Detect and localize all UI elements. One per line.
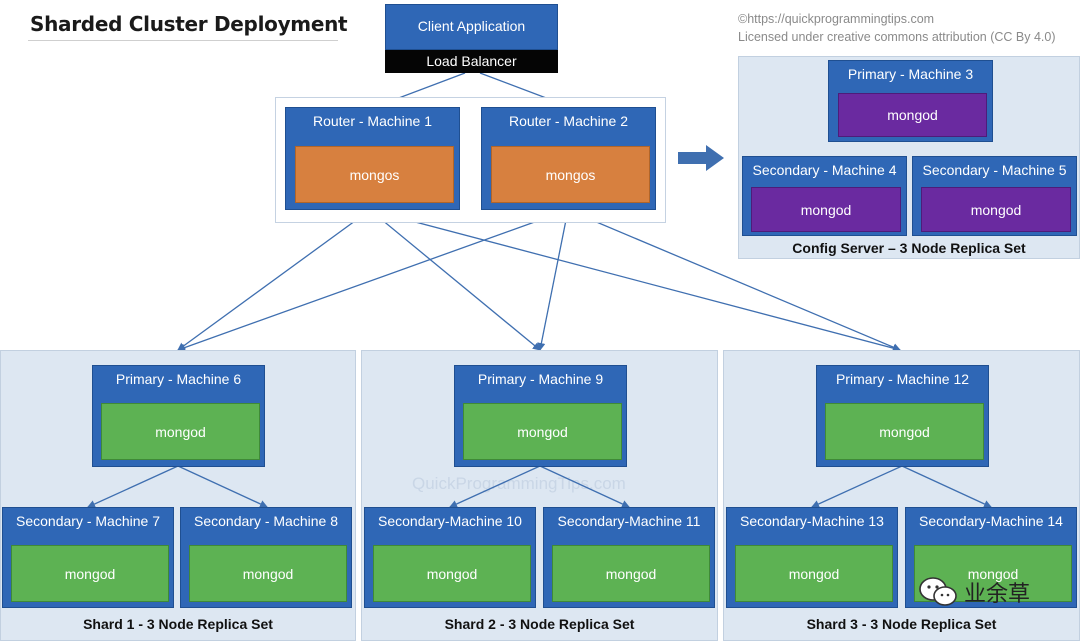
- copyright-notice: ©https://quickprogrammingtips.com Licens…: [738, 10, 1056, 46]
- copyright-license: Licensed under creative commons attribut…: [738, 30, 1056, 44]
- router1-to-shard1-line: [177, 209, 371, 351]
- shard1-primary-to-sec7-line: [87, 465, 179, 508]
- shard1-primary-to-sec8-line: [177, 465, 268, 508]
- shard-3-secondary-13-label: Secondary-Machine 13: [740, 513, 884, 529]
- router2-to-shard3-line: [567, 209, 901, 351]
- shard-1-secondary-machine-7: Secondary - Machine 7 mongod: [2, 507, 174, 608]
- router1-to-shard2-line: [369, 209, 541, 351]
- wechat-badge-text: 业余草: [964, 582, 1031, 607]
- wechat-icon: [919, 577, 957, 606]
- shard-3-label: Shard 3 - 3 Node Replica Set: [806, 616, 997, 632]
- shard-3-primary-mongod: mongod: [825, 403, 984, 460]
- shard-3-secondary-machine-13: Secondary-Machine 13 mongod: [726, 507, 898, 608]
- router1-to-shard3-line: [369, 209, 901, 353]
- shard-1-primary-label: Primary - Machine 6: [115, 371, 242, 387]
- mongos-process-1: mongos: [295, 146, 454, 203]
- client-application-label: Client Application: [417, 18, 526, 34]
- shard-3-secondary-machine-14: Secondary-Machine 14 mongod: [905, 507, 1077, 608]
- shard-3-primary-label: Primary - Machine 12: [835, 371, 970, 387]
- shard-2-primary-machine: Primary - Machine 9 mongod: [454, 365, 627, 467]
- config-server-label: Config Server – 3 Node Replica Set: [792, 240, 1026, 256]
- router-machine-1-label: Router - Machine 1: [312, 113, 433, 129]
- shard-1-primary-mongod: mongod: [101, 403, 260, 460]
- config-primary-mongod: mongod: [838, 93, 987, 137]
- load-balancer: Load Balancer: [385, 50, 558, 73]
- shard-1-primary-machine: Primary - Machine 6 mongod: [92, 365, 265, 467]
- page-title: Sharded Cluster Deployment: [30, 12, 348, 36]
- shard-3-primary-machine: Primary - Machine 12 mongod: [816, 365, 989, 467]
- shard-2-secondary-11-label: Secondary-Machine 11: [557, 513, 701, 529]
- title-divider: [28, 40, 338, 41]
- shard2-primary-to-sec11-line: [539, 465, 630, 508]
- shard-1-label: Shard 1 - 3 Node Replica Set: [83, 616, 273, 632]
- shard3-primary-to-sec13-line: [811, 465, 903, 508]
- shard-1-secondary-7-label: Secondary - Machine 7: [16, 513, 160, 529]
- client-application-box: Client Application: [385, 4, 558, 50]
- shard-2-secondary-machine-10: Secondary-Machine 10 mongod: [364, 507, 536, 608]
- router2-to-shard2-line: [537, 209, 569, 351]
- shard-1-secondary-7-mongod: mongod: [11, 545, 169, 602]
- shard-1-secondary-8-mongod: mongod: [189, 545, 347, 602]
- shard-2-secondary-11-mongod: mongod: [552, 545, 710, 602]
- router-machine-2-label: Router - Machine 2: [508, 113, 629, 129]
- shard3-primary-to-sec14-line: [901, 465, 992, 508]
- wechat-badge: 业余草: [918, 574, 1058, 610]
- arrow-right-icon: [678, 145, 724, 171]
- router-machine-2: Router - Machine 2 mongos: [481, 107, 656, 210]
- config-secondary-5-label: Secondary - Machine 5: [922, 162, 1067, 178]
- shard-2-label: Shard 2 - 3 Node Replica Set: [444, 616, 635, 632]
- shard-1-secondary-8-label: Secondary - Machine 8: [194, 513, 338, 529]
- copyright-url: ©https://quickprogrammingtips.com: [738, 12, 935, 26]
- config-secondary-5-mongod: mongod: [921, 187, 1071, 232]
- router2-to-shard1-line: [177, 209, 569, 352]
- shard2-primary-to-sec10-line: [449, 465, 541, 508]
- shard-2-primary-label: Primary - Machine 9: [477, 371, 604, 387]
- shard-3-secondary-13-mongod: mongod: [735, 545, 893, 602]
- shard-2-secondary-machine-11: Secondary-Machine 11 mongod: [543, 507, 715, 608]
- shard-2-secondary-10-label: Secondary-Machine 10: [378, 513, 522, 529]
- shard-3-secondary-14-label: Secondary-Machine 14: [919, 513, 1063, 529]
- config-secondary-machine-4: Secondary - Machine 4 mongod: [742, 156, 907, 236]
- config-secondary-machine-5: Secondary - Machine 5 mongod: [912, 156, 1077, 236]
- shard-1-secondary-machine-8: Secondary - Machine 8 mongod: [180, 507, 352, 608]
- shard-2-secondary-10-mongod: mongod: [373, 545, 531, 602]
- shard-2-primary-mongod: mongod: [463, 403, 622, 460]
- router-machine-1: Router - Machine 1 mongos: [285, 107, 460, 210]
- config-primary-machine: Primary - Machine 3 mongod: [828, 60, 993, 142]
- config-primary-label: Primary - Machine 3: [847, 66, 974, 82]
- mongos-process-2: mongos: [491, 146, 650, 203]
- config-secondary-4-mongod: mongod: [751, 187, 901, 232]
- config-secondary-4-label: Secondary - Machine 4: [752, 162, 897, 178]
- watermark: QuickProgrammingTips.com: [412, 474, 626, 493]
